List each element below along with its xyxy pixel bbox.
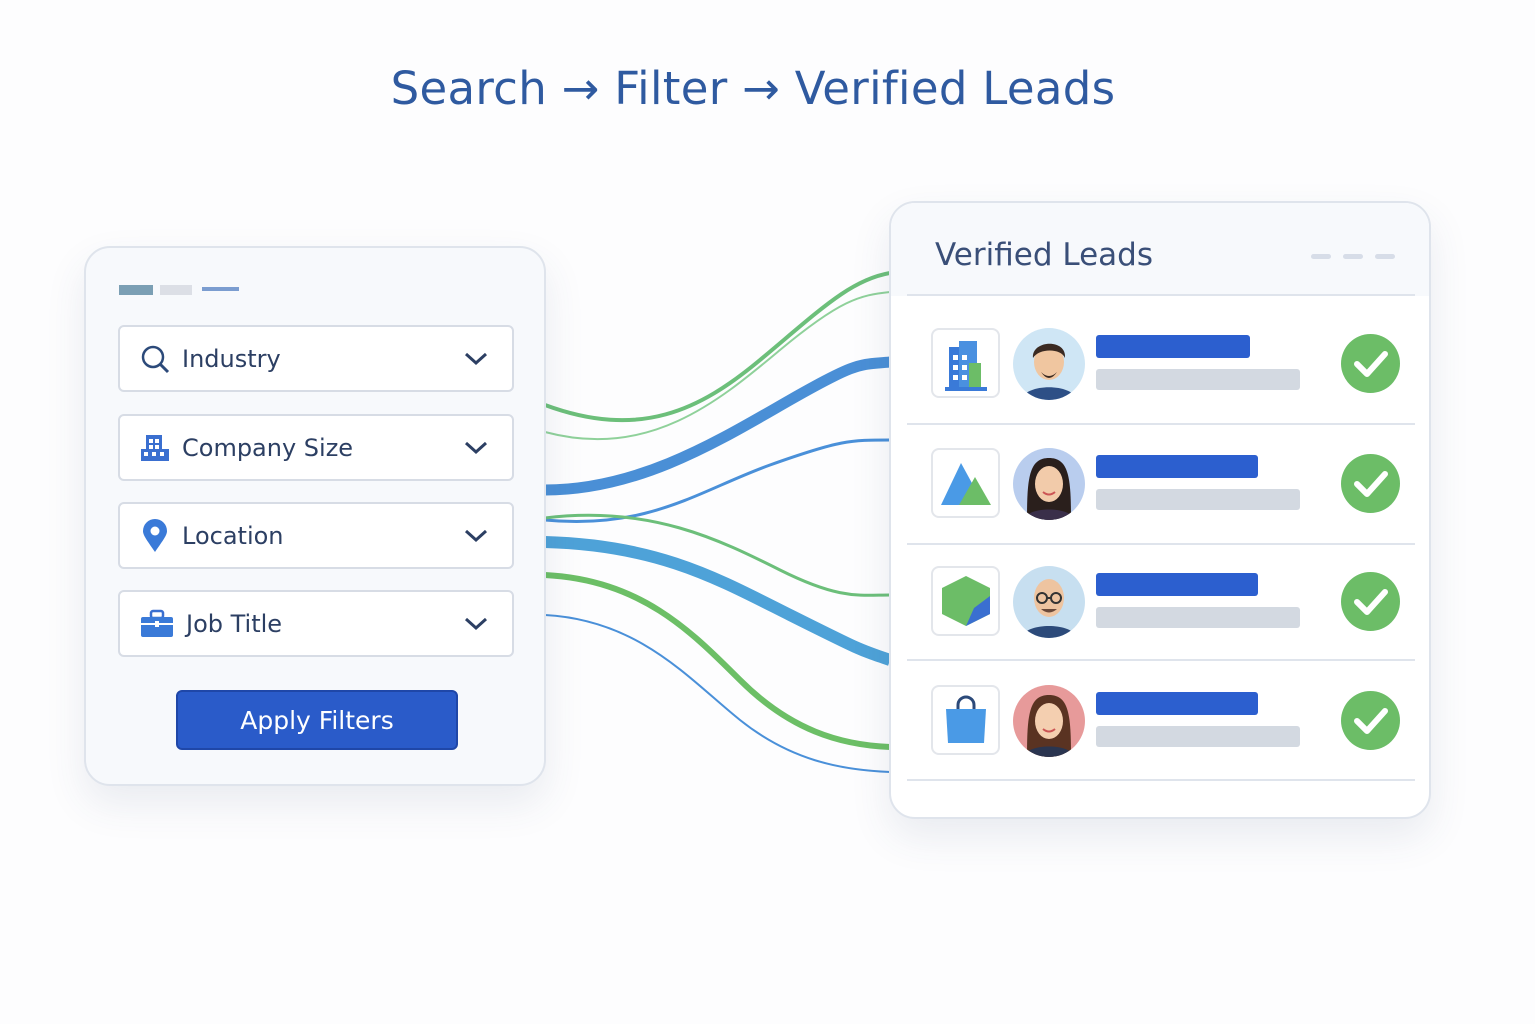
triangle-logo-icon [931,448,1000,518]
divider [907,423,1415,425]
building-icon [931,328,1000,398]
job-title-dropdown[interactable]: Job Title [118,590,514,657]
lead-detail-placeholder [1096,369,1300,390]
lead-name-placeholder [1096,573,1258,596]
window-marker [160,285,192,295]
verified-check-icon [1341,454,1400,513]
flow-line [544,513,891,597]
lead-detail-placeholder [1096,489,1300,510]
flow-line [544,536,892,666]
chevron-down-icon [456,617,496,631]
lead-name-placeholder [1096,335,1250,358]
verified-check-icon [1341,334,1400,393]
verified-leads-panel: Verified Leads [889,201,1431,819]
dropdown-label: Industry [182,344,281,373]
lead-name-placeholder [1096,692,1258,715]
avatar [1013,448,1085,520]
verified-check-icon [1341,572,1400,631]
apply-filters-button[interactable]: Apply Filters [176,690,458,750]
avatar [1013,685,1085,757]
window-marker [202,287,239,291]
flow-line [544,291,891,441]
filter-panel: Industry Company Size Location Job Title… [84,246,546,786]
lead-row[interactable] [891,566,1429,657]
dropdown-label: Location [182,521,284,550]
panel-title: Verified Leads [935,237,1153,273]
location-dropdown[interactable]: Location [118,502,514,569]
chevron-down-icon [456,529,496,543]
lead-row[interactable] [891,328,1429,419]
briefcase-icon [140,609,174,639]
page-title: Search → Filter → Verified Leads [390,62,1116,115]
divider [907,659,1415,661]
dropdown-label: Company Size [182,433,354,462]
hexagon-logo-icon [931,566,1000,636]
lead-detail-placeholder [1096,607,1300,628]
company-size-dropdown[interactable]: Company Size [118,414,514,481]
divider [907,294,1415,296]
avatar [1013,328,1085,400]
lead-row[interactable] [891,448,1429,539]
flow-line [544,271,891,423]
search-icon [140,344,170,374]
divider [907,543,1415,545]
window-marker [119,285,153,295]
avatar [1013,566,1085,638]
building-icon [140,433,170,463]
menu-dash [1311,254,1331,259]
lead-detail-placeholder [1096,726,1300,747]
location-pin-icon [140,518,170,552]
verified-check-icon [1341,691,1400,750]
divider [907,779,1415,781]
menu-dash [1343,254,1363,259]
flow-line [544,572,891,750]
flow-line [544,356,891,496]
shopping-bag-icon [931,685,1000,755]
panel-header [891,203,1429,296]
flow-line [544,438,891,524]
menu-dash [1375,254,1395,259]
chevron-down-icon [456,441,496,455]
industry-dropdown[interactable]: Industry [118,325,514,392]
lead-name-placeholder [1096,455,1258,478]
dropdown-label: Job Title [186,609,283,638]
lead-row[interactable] [891,685,1429,776]
flow-line [544,614,891,773]
chevron-down-icon [456,352,496,366]
